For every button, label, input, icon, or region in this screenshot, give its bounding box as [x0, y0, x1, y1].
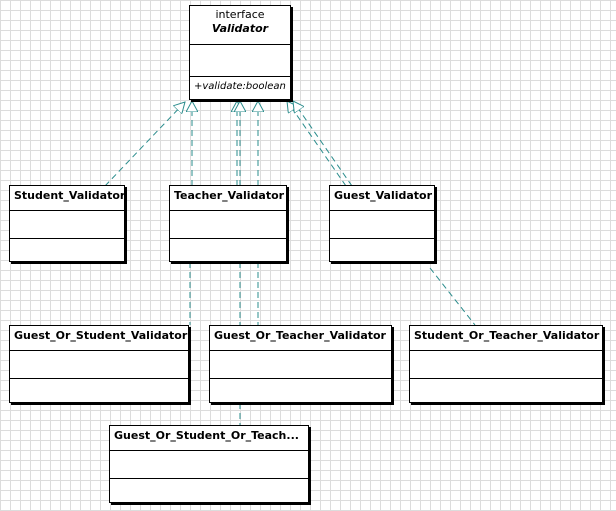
guest-validator-name: Guest_Validator: [330, 186, 434, 211]
student-validator-operations: [10, 239, 124, 261]
student-validator-name: Student_Validator: [10, 186, 124, 211]
guest-or-student-validator-class[interactable]: Guest_Or_Student_Validator: [9, 325, 189, 403]
guest-or-student-or-teacher-validator-operations: [110, 479, 308, 502]
student-or-teacher-link: [429, 267, 476, 326]
student-realization-line: [104, 102, 185, 187]
guest-realization-line-2: [293, 101, 353, 187]
teacher-validator-class[interactable]: Teacher_Validator: [169, 185, 287, 262]
teacher-validator-operations: [170, 239, 286, 261]
guest-validator-attributes: [330, 211, 434, 239]
guest-or-teacher-validator-class[interactable]: Guest_Or_Teacher_Validator: [209, 325, 392, 403]
student-or-teacher-validator-name: Student_Or_Teacher_Validator: [410, 326, 602, 351]
guest-or-teacher-validator-attributes: [210, 351, 391, 379]
guest-or-student-validator-name: Guest_Or_Student_Validator: [10, 326, 188, 351]
guest-or-student-or-teacher-validator-class[interactable]: Guest_Or_Student_Or_Teach...: [109, 425, 309, 503]
teacher-validator-name: Teacher_Validator: [170, 186, 286, 211]
student-or-teacher-validator-class[interactable]: Student_Or_Teacher_Validator: [409, 325, 603, 403]
guest-or-student-or-teacher-validator-name: Guest_Or_Student_Or_Teach...: [110, 426, 308, 451]
validator-interface-header: interface Validator: [190, 6, 290, 45]
student-or-teacher-validator-operations: [410, 379, 602, 402]
guest-or-student-validator-operations: [10, 379, 188, 402]
student-validator-attributes: [10, 211, 124, 239]
student-validator-class[interactable]: Student_Validator: [9, 185, 125, 262]
guest-realization-line-1: [287, 101, 347, 187]
guest-validator-class[interactable]: Guest_Validator: [329, 185, 435, 262]
guest-or-student-or-teacher-validator-attributes: [110, 451, 308, 479]
teacher-validator-attributes: [170, 211, 286, 239]
interface-attributes: [190, 45, 290, 77]
guest-or-teacher-validator-name: Guest_Or_Teacher_Validator: [210, 326, 391, 351]
guest-or-teacher-validator-operations: [210, 379, 391, 402]
student-or-teacher-validator-attributes: [410, 351, 602, 379]
validate-operation: +validate:boolean: [194, 81, 286, 92]
interface-operations: +validate:boolean: [190, 77, 290, 99]
interface-name: Validator: [211, 22, 269, 35]
guest-or-student-validator-attributes: [10, 351, 188, 379]
guest-validator-operations: [330, 239, 434, 261]
interface-stereotype: interface: [215, 8, 265, 21]
validator-interface[interactable]: interface Validator +validate:boolean: [189, 5, 291, 100]
